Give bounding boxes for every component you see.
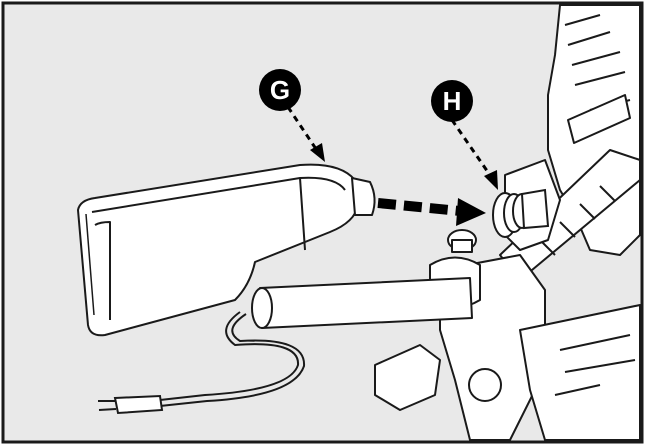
power-cord	[98, 311, 306, 415]
dust-port-tube	[520, 188, 550, 230]
dust-bag-seam	[85, 213, 95, 316]
handle-ribs	[539, 185, 616, 256]
plug-body	[113, 394, 164, 415]
brand-plate	[567, 94, 631, 144]
slide-rail-end	[251, 287, 273, 329]
cord-wire	[159, 311, 300, 401]
connection-arrow-head	[456, 198, 486, 226]
callout-h-label: H	[443, 86, 462, 116]
dust-bag-contour	[94, 177, 306, 320]
callout-h-leader	[450, 119, 494, 179]
callout-g-leader	[286, 106, 320, 153]
saw-base	[519, 304, 641, 441]
dust-bag-body	[77, 163, 359, 337]
callout-h-badge: H	[431, 80, 473, 122]
miter-saw	[251, 4, 641, 441]
base-details	[554, 334, 636, 396]
callout-h-leader-head	[484, 170, 498, 190]
callout-g-leader-head	[310, 143, 325, 162]
callout-g-badge: G	[259, 69, 301, 111]
connection-arrow-shaft	[377, 198, 461, 216]
guard-ribs	[564, 14, 631, 111]
callout-g-circle	[259, 69, 301, 111]
bevel-lock-knob-cap	[468, 368, 502, 402]
callout-h-circle	[431, 80, 473, 122]
bevel-lock-knob	[374, 344, 441, 411]
slide-rail	[259, 277, 473, 329]
dust-port	[492, 188, 550, 238]
cord-wire-inner	[159, 313, 306, 407]
dust-bag	[77, 163, 376, 337]
connection-arrow	[377, 198, 486, 226]
dust-bag-nozzle	[351, 177, 376, 216]
callout-g-label: G	[270, 75, 290, 105]
plug-prongs	[98, 400, 117, 411]
locking-knob-stem	[451, 239, 473, 253]
